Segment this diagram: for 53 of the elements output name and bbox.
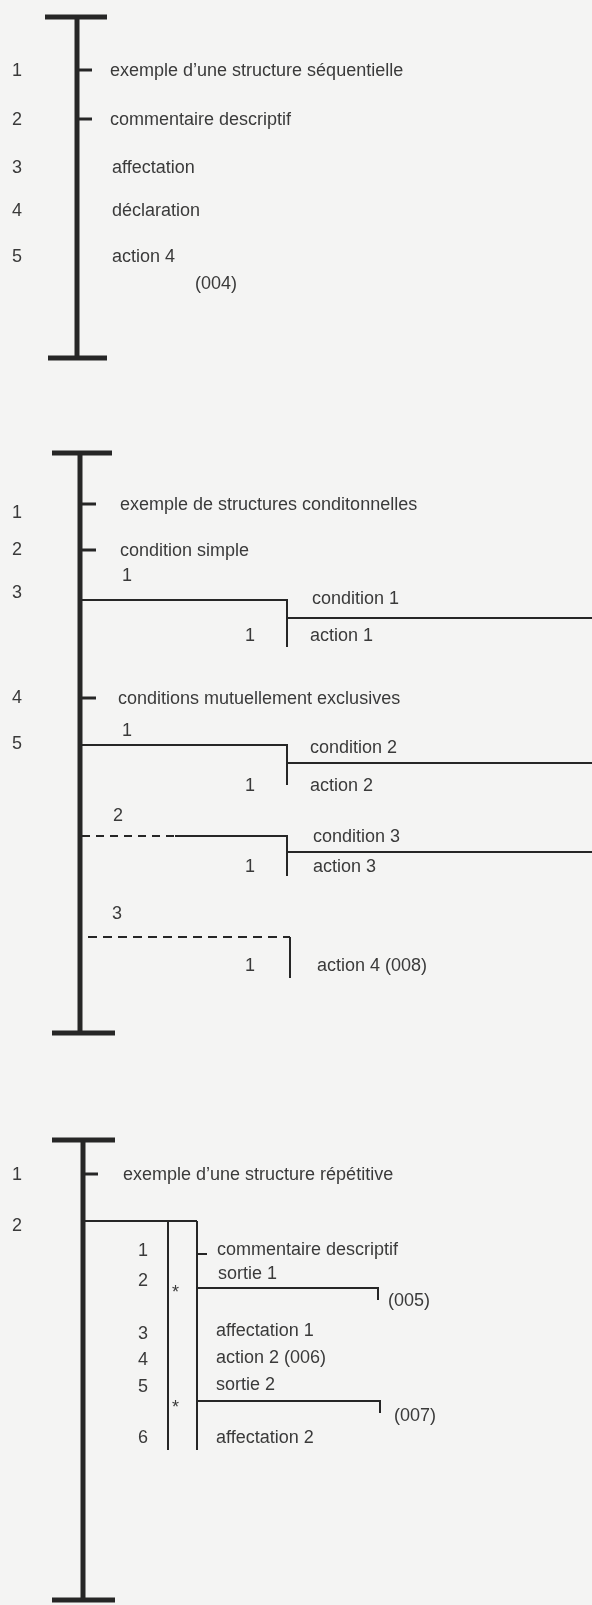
line-number: 3 bbox=[12, 581, 22, 603]
line-number: 3 bbox=[12, 156, 22, 178]
statement-text: exemple d’une structure répétitive bbox=[123, 1163, 394, 1185]
line-number: 6 bbox=[138, 1426, 148, 1448]
statement-text: affectation bbox=[112, 156, 195, 178]
line-number: 5 bbox=[138, 1375, 148, 1397]
line-number: 2 bbox=[12, 1214, 22, 1236]
line-number: 1 bbox=[245, 624, 255, 646]
statement-text: exemple de structures conditonnelles bbox=[120, 493, 418, 515]
line-number: 1 bbox=[138, 1239, 148, 1261]
statement-text: condition simple bbox=[120, 539, 250, 561]
line-number: 4 bbox=[12, 686, 22, 708]
statement-text: condition 3 bbox=[313, 825, 401, 847]
reference-number: (005) bbox=[388, 1289, 431, 1311]
line-number: 2 bbox=[138, 1269, 148, 1291]
statement-text: conditions mutuellement exclusives bbox=[118, 687, 401, 709]
exit-mark: * bbox=[172, 1281, 179, 1303]
line-number: 5 bbox=[12, 732, 22, 754]
line-number: 3 bbox=[112, 902, 122, 924]
line-number: 1 bbox=[12, 1163, 22, 1185]
line-number: 1 bbox=[12, 59, 22, 81]
line-number: 4 bbox=[12, 199, 22, 221]
statement-text: sortie 1 bbox=[218, 1262, 278, 1284]
statement-text: action 4 bbox=[112, 245, 176, 267]
statement-text: sortie 2 bbox=[216, 1373, 276, 1395]
reference-number: (004) bbox=[195, 272, 238, 294]
statement-text: action 4 (008) bbox=[317, 954, 428, 976]
line-number: 2 bbox=[12, 538, 22, 560]
statement-text: condition 1 bbox=[312, 587, 400, 609]
line-number: 4 bbox=[138, 1348, 148, 1370]
line-number: 1 bbox=[245, 855, 255, 877]
reference-number: (007) bbox=[394, 1404, 437, 1426]
statement-text: action 2 (006) bbox=[216, 1346, 327, 1368]
statement-text: commentaire descriptif bbox=[110, 108, 292, 130]
exit-mark: * bbox=[172, 1396, 179, 1418]
statement-text: action 3 bbox=[313, 855, 377, 877]
line-number: 1 bbox=[122, 719, 132, 741]
line-number: 1 bbox=[122, 564, 132, 586]
statement-text: affectation 2 bbox=[216, 1426, 314, 1448]
statement-text: condition 2 bbox=[310, 736, 398, 758]
line-number: 3 bbox=[138, 1322, 148, 1344]
line-number: 5 bbox=[12, 245, 22, 267]
statement-text: exemple d’une structure séquentielle bbox=[110, 59, 404, 81]
statement-text: commentaire descriptif bbox=[217, 1238, 399, 1260]
statement-text: affectation 1 bbox=[216, 1319, 314, 1341]
statement-text: action 2 bbox=[310, 774, 374, 796]
statement-text: action 1 bbox=[310, 624, 374, 646]
line-number: 1 bbox=[245, 954, 255, 976]
line-number: 1 bbox=[245, 774, 255, 796]
line-number: 2 bbox=[12, 108, 22, 130]
line-number: 1 bbox=[12, 501, 22, 523]
line-number: 2 bbox=[113, 804, 123, 826]
statement-text: déclaration bbox=[112, 199, 201, 221]
